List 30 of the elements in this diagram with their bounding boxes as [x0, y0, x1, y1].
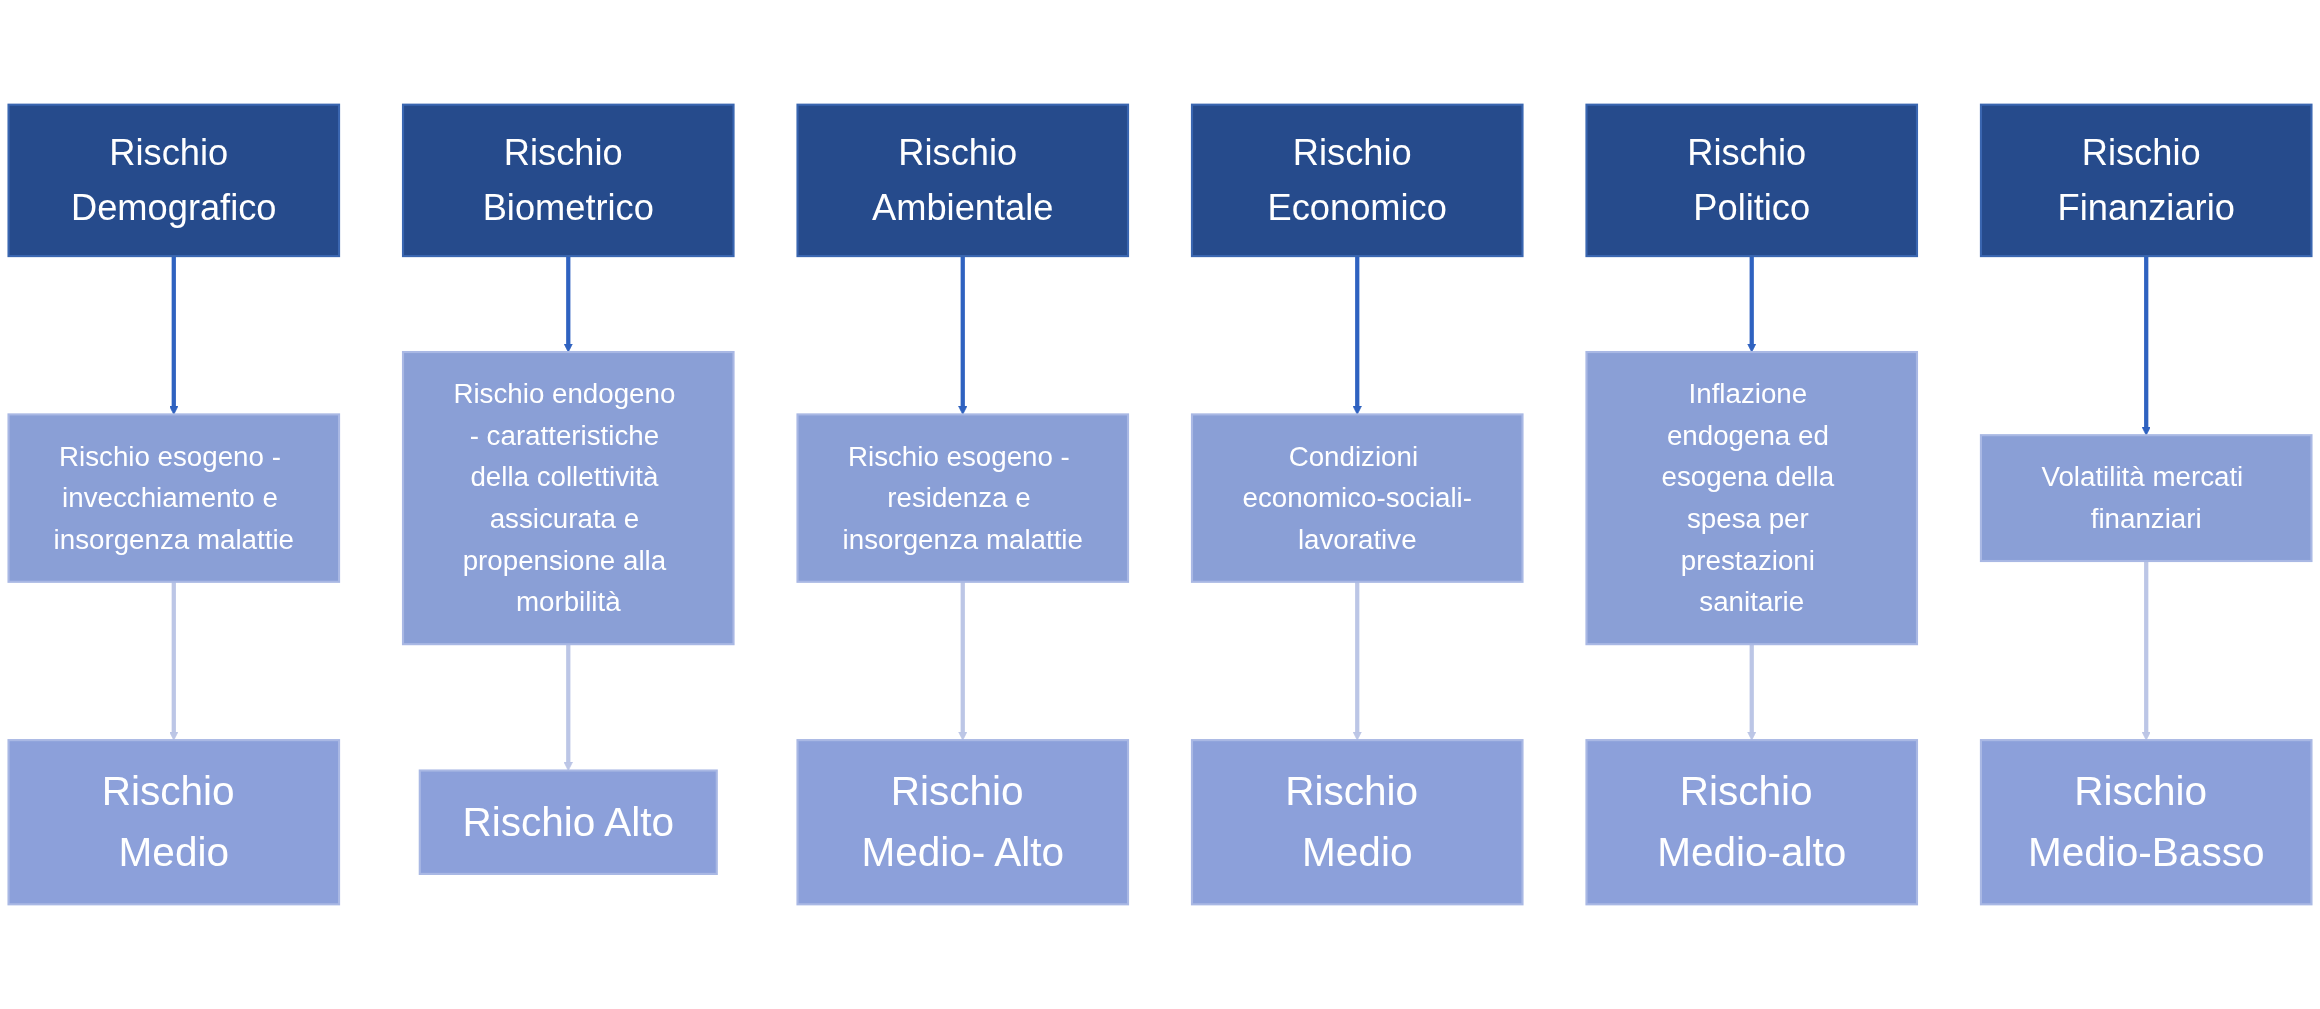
node-box: Rischio Ambientale [796, 103, 1130, 258]
node-box: Condizioni economico-sociali-lavorative [1190, 413, 1524, 583]
node-box: Volatilità mercati finanziari [1979, 434, 2313, 563]
node-box: Rischio esogeno - invecchiamento e insorgenza malattie [7, 413, 341, 583]
node-box: Rischio Finanziario [1979, 103, 2313, 258]
arrow [1747, 644, 1757, 741]
node-box: Inflazione endogena ed esogena della spesa per prestazioni sanitarie [1585, 350, 1919, 646]
node-box: Rischio Alto [418, 769, 718, 875]
node-box: Rischio Medio [1190, 739, 1524, 906]
arrow [958, 256, 968, 415]
node-box: Rischio Biometrico [401, 103, 735, 258]
node-box: Rischio Politico [1585, 103, 1919, 258]
arrow [958, 581, 968, 741]
arrow [169, 256, 179, 415]
node-box: Rischio endogeno - caratteristiche della collettività assicurata e propensione alla morbilità [401, 350, 735, 646]
arrow [2141, 256, 2151, 436]
arrow [1747, 256, 1757, 353]
node-box: Rischio Medio-Basso [1979, 739, 2313, 906]
node-box: Rischio esogeno - residenza e insorgenza malattie [796, 413, 1130, 583]
node-box: Rischio Economico [1190, 103, 1524, 258]
arrow [563, 644, 573, 771]
node-box: Rischio Medio-alto [1585, 739, 1919, 906]
arrow [2141, 561, 2151, 741]
node-box: Rischio Demografico [7, 103, 341, 258]
arrow [169, 581, 179, 741]
arrow [563, 256, 573, 353]
arrow [1352, 581, 1362, 741]
arrow [1352, 256, 1362, 415]
node-box: Rischio Medio [7, 739, 341, 906]
node-box: Rischio Medio- Alto [796, 739, 1130, 906]
